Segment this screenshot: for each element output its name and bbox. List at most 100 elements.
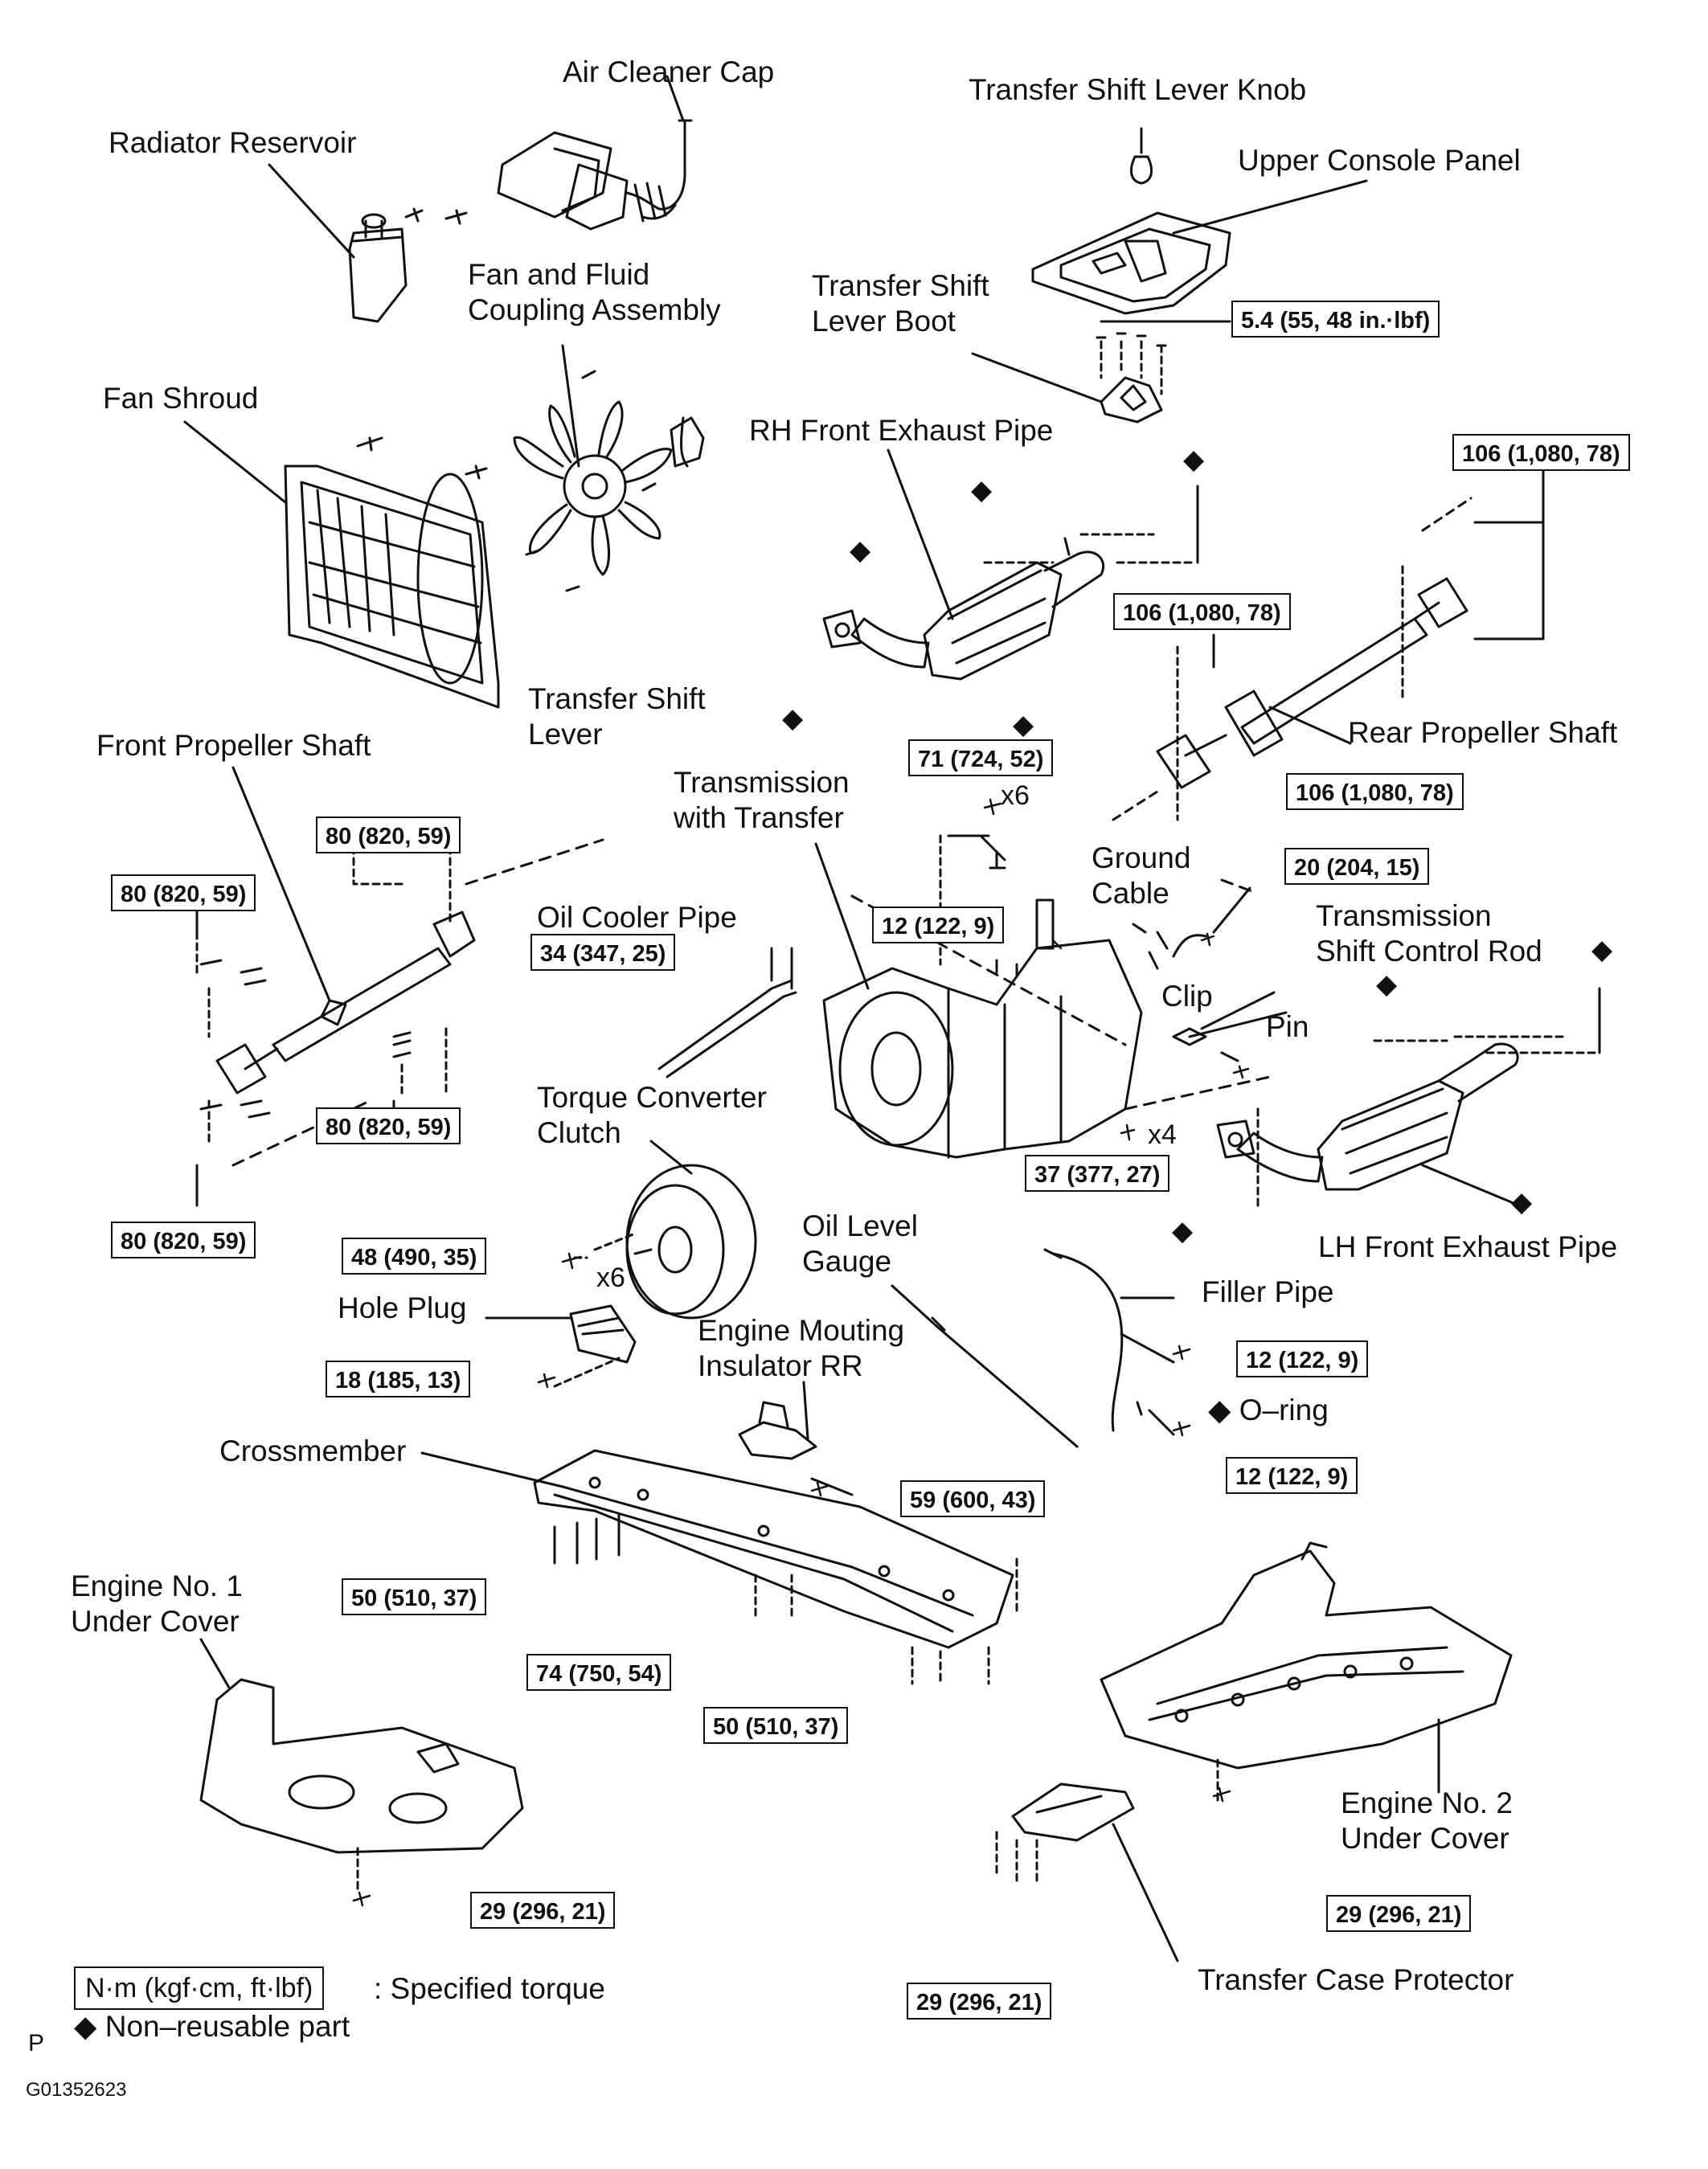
legend-nonreusable: ◆ Non–reusable part [74, 2009, 350, 2044]
multiplier-trans-lower: x4 [1148, 1119, 1177, 1150]
torque-boot-bolts: 5.4 (55, 48 in.·lbf) [1231, 301, 1440, 338]
nonreusable-marker: ◆ [850, 535, 871, 566]
torque-front-shaft-mid-right: 80 (820, 59) [316, 1107, 461, 1144]
rear-propeller-shaft-drawing [1112, 456, 1545, 821]
label-rh-front-exhaust-pipe: RH Front Exhaust Pipe [749, 414, 1054, 447]
legend-diamond-icon: ◆ [74, 2010, 97, 2043]
torque-cover2: 29 (296, 21) [1326, 1895, 1472, 1932]
label-crossmember: Crossmember [219, 1434, 407, 1467]
label-shift-control-rod-line2: Shift Control Rod [1316, 935, 1542, 968]
air-cleaner-cap-drawing [497, 75, 693, 231]
nonreusable-marker: ◆ [1172, 1216, 1194, 1246]
torque-protector: 29 (296, 21) [907, 1983, 1052, 2020]
upper-console-panel-drawing [1031, 179, 1368, 315]
label-ground-cable-line1: Ground [1092, 841, 1191, 874]
torque-filler-upper: 12 (122, 9) [1236, 1340, 1369, 1377]
label-pin: Pin [1266, 1010, 1309, 1043]
label-lever-boot-line1: Transfer Shift [812, 269, 989, 302]
multiplier-trans-bolts: x6 [1001, 780, 1030, 811]
lh-exhaust-pipe-drawing [1216, 987, 1601, 1207]
nonreusable-symbol: ◆ [1208, 1393, 1231, 1426]
label-transfer-case-protector: Transfer Case Protector [1198, 1963, 1514, 1996]
torque-converter: 48 (490, 35) [342, 1238, 487, 1275]
radiator-reservoir-drawing [268, 163, 468, 323]
nonreusable-marker: ◆ [1376, 969, 1398, 1000]
label-engine-cover-2-line2: Under Cover [1341, 1822, 1509, 1855]
torque-rear-shaft-bottom: 106 (1,080, 78) [1286, 773, 1464, 810]
label-hole-plug: Hole Plug [338, 1291, 467, 1324]
torque-rear-shaft-top: 106 (1,080, 78) [1452, 434, 1630, 471]
torque-front-shaft-bottom-left: 80 (820, 59) [111, 1222, 256, 1258]
label-filler-pipe: Filler Pipe [1202, 1275, 1334, 1308]
torque-front-shaft-top-left: 80 (820, 59) [111, 874, 256, 911]
label-engine-cover-1-line1: Engine No. 1 [71, 1569, 243, 1602]
torque-front-shaft-top-right: 80 (820, 59) [316, 816, 461, 853]
front-propeller-shaft-drawing [195, 766, 1127, 1207]
rh-exhaust-pipe-drawing [822, 448, 1199, 681]
label-lh-front-exhaust-pipe: LH Front Exhaust Pipe [1318, 1230, 1618, 1263]
label-front-propeller-shaft: Front Propeller Shaft [96, 729, 371, 762]
crossmember-drawing [420, 1449, 1018, 1685]
torque-crossmember-right: 50 (510, 37) [703, 1707, 849, 1744]
label-fan-coupling-line1: Fan and Fluid [468, 258, 650, 291]
nonreusable-marker: ◆ [971, 475, 993, 505]
torque-hole-plug: 18 (185, 13) [326, 1361, 471, 1398]
hole-plug-drawing [485, 1304, 637, 1388]
label-engine-insulator-line2: Insulator RR [698, 1349, 863, 1382]
label-transfer-shift-lever-line1: Transfer Shift [528, 682, 706, 715]
label-o-ring: ◆ O–ring [1208, 1393, 1329, 1428]
label-rear-propeller-shaft: Rear Propeller Shaft [1348, 716, 1618, 749]
fan-shroud-drawing [183, 420, 500, 709]
label-transmission-line2: with Transfer [674, 801, 844, 834]
torque-crossmember-mid: 74 (750, 54) [526, 1654, 672, 1691]
label-ground-cable-line2: Cable [1092, 877, 1169, 910]
legend-nonreusable-desc: Non–reusable part [104, 2010, 350, 2043]
torque-filler-lower: 12 (122, 9) [1226, 1457, 1358, 1494]
lever-boot-drawing [971, 320, 1231, 424]
nonreusable-marker: ◆ [1591, 935, 1613, 965]
label-radiator-reservoir: Radiator Reservoir [109, 126, 357, 159]
label-clip: Clip [1161, 980, 1213, 1013]
label-engine-insulator-line1: Engine Mouting [698, 1314, 905, 1347]
label-torque-converter-line1: Torque Converter [537, 1081, 767, 1114]
multiplier-converter: x6 [596, 1263, 625, 1293]
fan-coupling-drawing [513, 344, 705, 592]
filler-pipe-drawing [1043, 1248, 1175, 1436]
nonreusable-marker: ◆ [1511, 1187, 1533, 1218]
legend-torque-unit: N·m (kgf·cm, ft·lbf) [74, 1966, 325, 2010]
torque-insulator: 59 (600, 43) [900, 1480, 1046, 1517]
label-oil-cooler-pipe: Oil Cooler Pipe [537, 901, 737, 934]
label-transfer-shift-lever-knob: Transfer Shift Lever Knob [969, 73, 1307, 106]
footer-code: G01352623 [26, 2079, 127, 2101]
o-ring-text: O–ring [1239, 1393, 1329, 1426]
label-engine-cover-2-line1: Engine No. 2 [1341, 1786, 1513, 1819]
nonreusable-marker: ◆ [782, 703, 804, 734]
label-air-cleaner-cap: Air Cleaner Cap [563, 55, 775, 88]
label-engine-cover-1-line2: Under Cover [71, 1605, 240, 1638]
legend-torque-desc: : Specified torque [374, 1972, 605, 2005]
label-torque-converter-line2: Clutch [537, 1116, 621, 1149]
nonreusable-marker: ◆ [1183, 444, 1205, 475]
torque-oil-cooler: 34 (347, 25) [530, 934, 676, 971]
label-oil-level-gauge-line1: Oil Level [802, 1209, 918, 1242]
engine-cover-1-drawing [199, 1638, 524, 1894]
shift-rod-drawing [1156, 886, 1288, 1062]
torque-trans-bolts: 71 (724, 52) [908, 739, 1054, 776]
label-transmission-line1: Transmission [674, 766, 850, 799]
transfer-case-protector-drawing [995, 1782, 1179, 1962]
shift-lever-knob-drawing [1130, 127, 1153, 185]
torque-cover1: 29 (296, 21) [470, 1892, 616, 1929]
torque-shift-lever: 12 (122, 9) [872, 906, 1005, 943]
torque-rear-shaft-mid: 106 (1,080, 78) [1113, 593, 1291, 630]
label-transfer-shift-lever-line2: Lever [528, 718, 603, 751]
torque-ground-cable: 20 (204, 15) [1284, 848, 1430, 885]
label-upper-console-panel: Upper Console Panel [1238, 144, 1521, 177]
torque-trans-lower: 37 (377, 27) [1025, 1155, 1170, 1192]
label-fan-shroud: Fan Shroud [103, 382, 259, 415]
label-oil-level-gauge-line2: Gauge [802, 1245, 892, 1278]
nonreusable-marker: ◆ [1013, 710, 1034, 740]
oil-level-gauge-drawing [891, 1284, 1079, 1448]
label-lever-boot-line2: Lever Boot [812, 305, 956, 338]
engine-insulator-drawing [738, 1381, 854, 1496]
